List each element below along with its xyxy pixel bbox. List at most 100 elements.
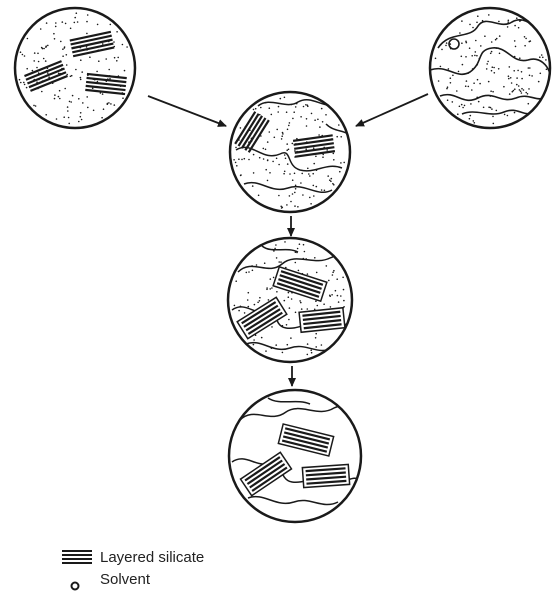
solvent-dot [469,47,471,49]
solvent-dot [486,68,488,70]
solvent-dot [512,91,514,93]
solvent-dot [22,54,24,56]
solvent-dot [126,46,128,48]
solvent-dot [269,107,271,109]
solvent-dot [278,195,280,197]
solvent-dot [441,49,443,51]
solvent-dot [465,56,467,58]
solvent-dot [340,295,342,297]
solvent-dot [435,58,437,60]
solvent-dot [486,63,488,65]
solvent-dot [318,134,320,136]
solvent-dot [267,180,269,182]
solvent-dot [45,46,47,48]
solvent-dot [307,343,309,345]
solvent-dot [45,60,47,62]
solvent-dot [98,60,100,62]
solvent-dot [337,295,339,297]
solvent-dot [116,31,118,33]
solvent-dot [19,79,21,81]
legend-silicate-symbol [62,551,92,563]
solvent-dot [290,201,292,203]
solvent-dot [465,41,467,43]
solvent-dot [72,95,74,97]
solvent-dot [461,42,463,44]
solvent-dot [488,81,490,83]
solvent-dot [299,243,301,245]
solvent-dot [476,22,478,24]
solvent-dot [322,121,324,123]
solvent-dot [494,72,496,74]
solvent-dot [342,277,344,279]
solvent-dot [516,84,518,86]
solvent-dot [271,326,273,328]
solvent-dot [492,91,494,93]
solvent-dot [284,241,286,243]
solvent-dot [331,178,333,180]
solvent-dot [67,106,69,108]
solvent-dot [62,48,64,50]
solvent-dot [475,40,477,42]
solvent-dot [271,114,273,116]
solvent-dot [462,107,464,109]
solvent-dot [306,125,308,127]
solvent-dot [107,103,109,105]
solvent-dot [280,261,282,263]
solvent-dot [81,71,83,73]
solvent-dot [306,118,308,120]
solvent-dot [60,41,62,43]
solvent-dot [66,64,68,66]
solvent-dot [305,104,307,106]
solvent-dot [288,296,290,298]
solvent-dot [469,24,471,26]
solvent-dot [515,46,517,48]
solvent-dot [333,153,335,155]
solvent-dot [289,173,291,175]
solvent-dot [287,163,289,165]
solvent-dot [469,118,471,120]
solvent-dot [292,143,294,145]
solvent-dot [516,77,518,79]
solvent-dot [313,163,315,165]
solvent-dot [252,270,254,272]
solvent-dot [43,58,45,60]
solvent-dot [521,71,523,73]
solvent-dot [63,116,65,118]
solvent-dot [67,110,69,112]
solvent-dot [518,27,520,29]
solvent-dot [473,82,475,84]
solvent-dot [514,40,516,42]
solvent-dot [286,143,288,145]
solvent-dot [464,105,466,107]
solvent-dot [43,48,45,50]
solvent-dot [328,280,330,282]
solvent-dot [304,251,306,253]
solvent-dot [264,262,266,264]
solvent-dot [528,103,530,105]
solvent-dot [240,175,242,177]
solvent-dot [309,197,311,199]
solvent-dot [492,116,494,118]
solvent-dot [78,98,80,100]
solvent-dot [340,162,342,164]
solvent-dot [474,122,476,124]
solvent-dot [62,55,64,57]
solvent-dot [257,302,259,304]
solvent-dot [36,67,38,69]
solvent-dot [265,350,267,352]
solvent-dot [514,88,516,90]
solvent-dot [38,61,40,63]
solvent-dot [81,119,83,121]
solvent-dot [93,110,95,112]
solvent-dot [508,78,510,80]
solvent-dot [297,206,299,208]
solvent-dot [310,350,312,352]
solvent-dot [483,107,485,109]
solvent-dot [440,66,442,68]
solvent-dot [246,272,248,274]
solvent-dot [276,257,278,259]
solvent-dot [253,172,255,174]
solvent-dot [438,80,440,82]
solvent-dot [286,324,288,326]
solvent-dot [330,306,332,308]
